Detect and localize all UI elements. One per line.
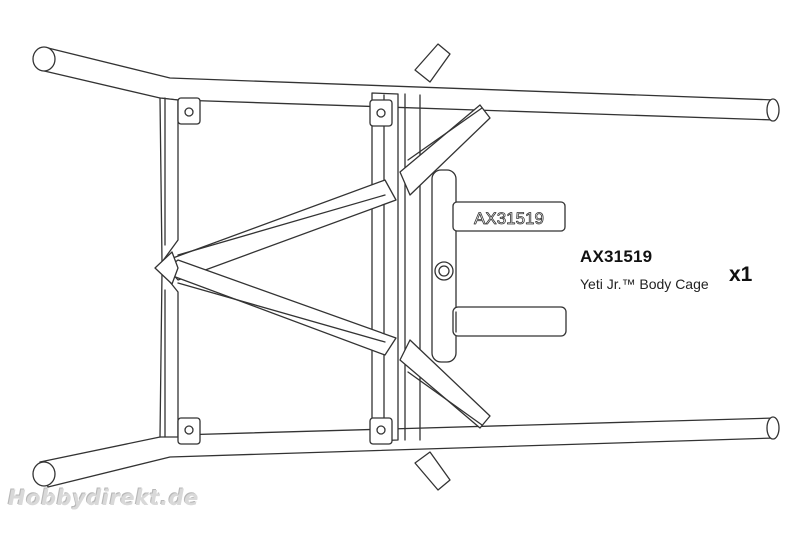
embossed-part-label: AX31519 — [474, 209, 544, 228]
part-name: Yeti Jr.™ Body Cage — [580, 276, 709, 292]
bottom-rail — [32, 416, 780, 488]
sprue-runner — [431, 169, 567, 363]
cross-braces — [154, 179, 397, 356]
quantity-label: x1 — [729, 263, 753, 286]
rear-gussets — [399, 43, 491, 491]
middle-hoop — [371, 92, 421, 442]
mounting-tabs — [177, 97, 393, 445]
left-hoop — [159, 97, 179, 438]
watermark-logo: Hobbydirekt.de — [8, 486, 199, 510]
top-rail — [32, 46, 780, 122]
part-number: AX31519 — [580, 247, 653, 266]
